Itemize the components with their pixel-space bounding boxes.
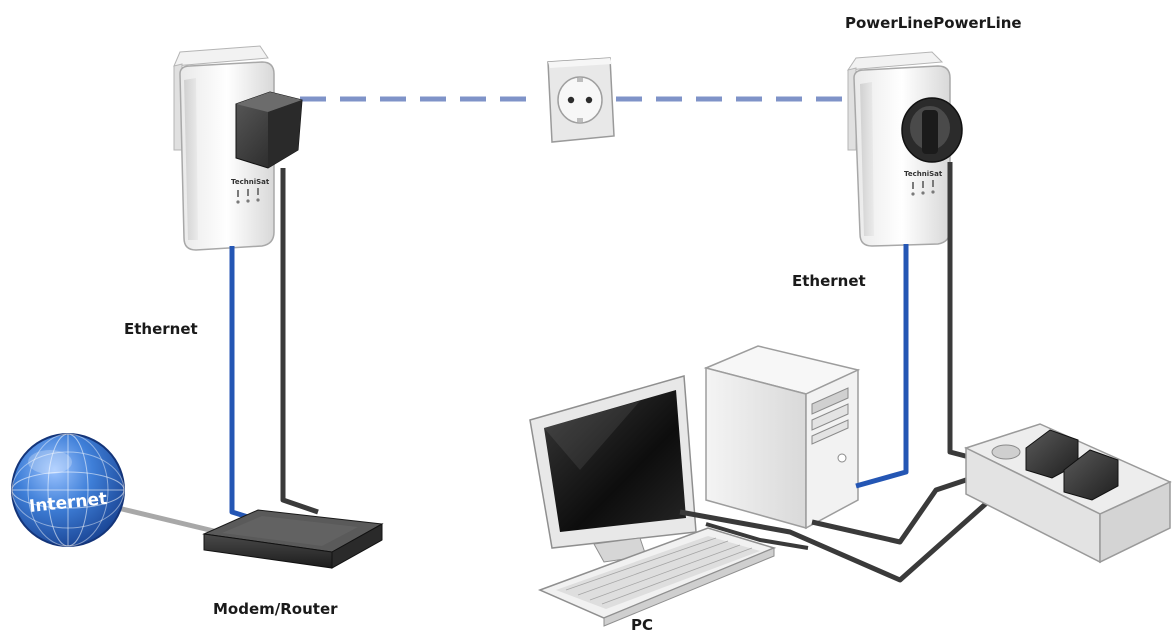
modem-router-label: Modem/Router: [213, 600, 338, 618]
brand-label-left: TechniSat: [231, 178, 270, 186]
power-cable-right: [947, 162, 997, 467]
pc-keyboard: [537, 527, 777, 627]
modem-router: [202, 509, 384, 569]
wall-socket: [547, 57, 615, 143]
status-leds-right: [911, 180, 935, 196]
powerline-adapter-right: TechniSat: [847, 51, 963, 247]
ethernet-cable-left: [229, 246, 265, 525]
pc-monitor: [529, 375, 697, 563]
ethernet-label-right: Ethernet: [792, 272, 866, 290]
powerline-adapter-left: TechniSat: [173, 45, 303, 251]
internet-globe-icon: Internet: [11, 433, 125, 547]
ethernet-label-left: Ethernet: [124, 320, 198, 338]
powerline-label: PowerLinePowerLine: [845, 14, 1022, 32]
keyboard-cable: [705, 522, 809, 550]
internet-cable: [117, 505, 219, 535]
ethernet-cable-right: [855, 244, 909, 489]
status-leds-left: [236, 188, 260, 204]
power-strip: [964, 423, 1172, 564]
power-cable-left: [280, 168, 319, 515]
pc-label: PC: [631, 616, 653, 634]
brand-label-right: TechniSat: [904, 170, 943, 178]
pc-tower: [703, 345, 861, 530]
